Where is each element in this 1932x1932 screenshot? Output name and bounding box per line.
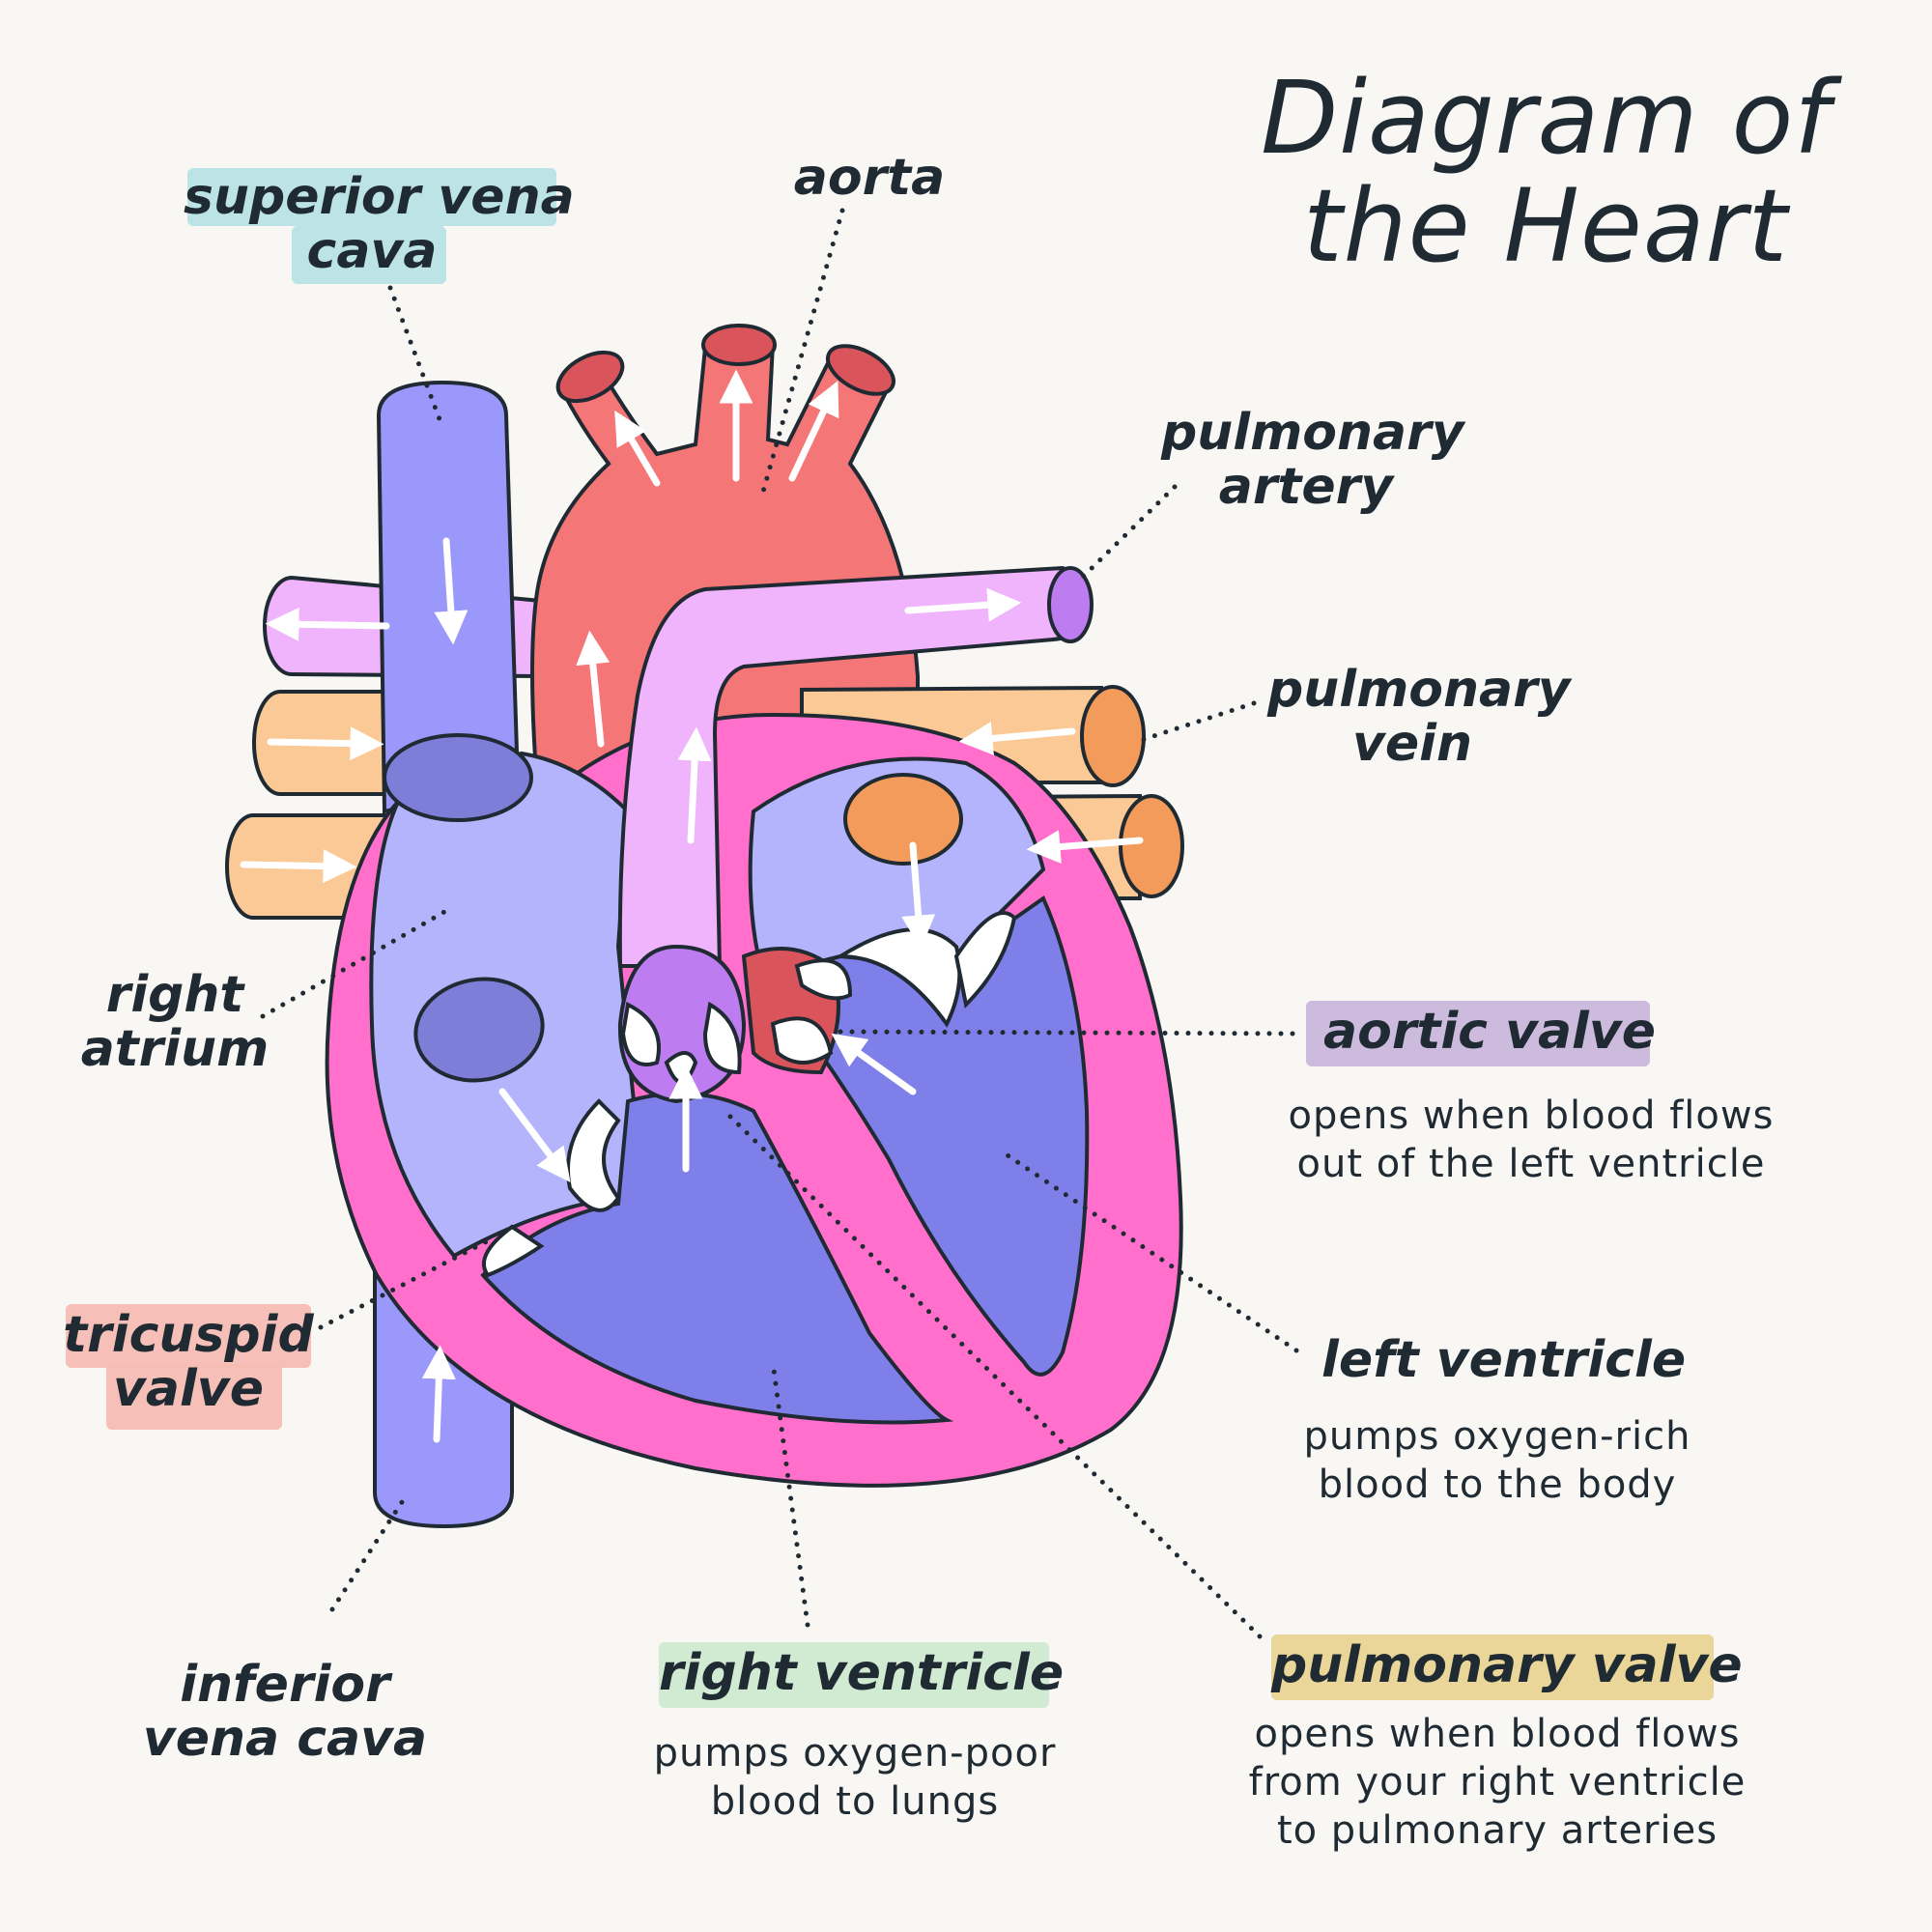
- right-atrium-label: right atrium: [73, 968, 276, 1076]
- tricuspid-valve-line-1: tricuspid: [63, 1306, 314, 1364]
- leader-pulmonary-artery: [1077, 484, 1178, 582]
- inferior-vena-cava-label: inferior vena cava: [135, 1658, 435, 1766]
- pulmonary-artery-label: pulmonary artery: [1161, 404, 1464, 516]
- leader-right-atrium: [260, 909, 447, 1019]
- aortic-valve-desc-line-2: out of the left ventricle: [1296, 1142, 1766, 1186]
- leader-aortic-valve: [830, 1029, 1295, 1037]
- right-ventricle-desc-line-1: pumps oxygen-poor: [653, 1731, 1057, 1776]
- left-ventricle-desc-line-1: pumps oxygen-rich: [1303, 1414, 1691, 1459]
- title-line-2: the Heart: [1302, 167, 1789, 285]
- superior-vena-cava-highlight-2: [292, 226, 446, 284]
- right-atrium-chamber: [369, 733, 640, 1259]
- arrow-icon: [904, 587, 1022, 622]
- tricuspid-valve-line-2: valve: [113, 1360, 264, 1418]
- leader-left-ventricle: [1002, 1151, 1299, 1353]
- aorta-label: aorta: [793, 149, 946, 207]
- superior-vena-cava-line-1: superior vena: [184, 168, 575, 226]
- leader-aorta: [758, 208, 845, 501]
- arrow-icon: [498, 1088, 571, 1182]
- aortic-valve-description: opens when blood flows out of the left v…: [1256, 1092, 1806, 1188]
- arrow-icon: [576, 630, 611, 748]
- pulmonary-vein-label: pulmonary vein: [1267, 661, 1571, 773]
- arrow-icon: [831, 1033, 917, 1095]
- pulmonary-valve-description: opens when blood flows from your right v…: [1217, 1710, 1777, 1855]
- title-line-1: Diagram of: [1261, 59, 1831, 177]
- arrow-icon: [614, 410, 661, 487]
- tricuspid-valve-label: tricuspid valve: [62, 1308, 315, 1416]
- right-ventricle-desc-line-2: blood to lungs: [710, 1779, 1000, 1824]
- leader-superior-vena-cava: [387, 285, 442, 422]
- left-ventricle-description: pumps oxygen-rich blood to the body: [1275, 1412, 1719, 1509]
- arrow-icon: [901, 841, 936, 950]
- superior-vena-cava-highlight: [187, 168, 556, 226]
- diagram-title: Diagram of the Heart: [1246, 64, 1845, 280]
- superior-vena-cava-label: superior vena cava: [184, 168, 575, 280]
- tricuspid-valve-highlight-2: [106, 1364, 282, 1430]
- left-ventricle-desc-line-2: blood to the body: [1318, 1463, 1677, 1507]
- pulmonary-valve-highlight: [1271, 1634, 1714, 1700]
- superior-vena-cava-line-2: cava: [306, 222, 438, 280]
- aortic-valve-label: aortic valve: [1323, 1003, 1657, 1061]
- right-atrium-line-1: right: [105, 966, 244, 1024]
- pulmonary-valve-desc-line-2: from your right ventricle: [1248, 1760, 1747, 1804]
- pulmonary-vein-line-1: pulmonary: [1267, 661, 1571, 719]
- leader-lines: [260, 208, 1299, 1639]
- pulmonary-artery-line-2: artery: [1218, 458, 1394, 516]
- arrow-icon: [267, 726, 384, 761]
- arrow-icon: [421, 1345, 456, 1443]
- arrow-icon: [788, 381, 839, 482]
- pulmonary-valve-label: pulmonary valve: [1271, 1636, 1743, 1694]
- tricuspid-valve-highlight: [66, 1304, 311, 1368]
- leader-inferior-vena-cava: [329, 1496, 407, 1612]
- arrow-icon: [434, 537, 469, 645]
- inferior-vena-cava-line-1: inferior: [180, 1656, 390, 1714]
- right-ventricle-highlight: [659, 1642, 1049, 1708]
- leader-pulmonary-vein: [1133, 700, 1257, 745]
- leader-tricuspid-valve: [318, 1236, 496, 1330]
- pulmonary-valve-desc-line-3: to pulmonary arteries: [1276, 1808, 1719, 1853]
- pulmonary-vein-line-2: vein: [1351, 715, 1472, 773]
- inferior-vena-cava-line-2: vena cava: [142, 1710, 428, 1768]
- arrow-icon: [1026, 830, 1144, 865]
- pulmonary-artery-line-1: pulmonary: [1161, 404, 1464, 462]
- flow-arrows: [240, 369, 1144, 1443]
- left-ventricle-label: left ventricle: [1321, 1331, 1687, 1389]
- arrow-icon: [240, 849, 357, 884]
- pulmonary-valve-desc-line-1: opens when blood flows: [1254, 1712, 1741, 1756]
- left-atrium-chamber: [748, 756, 1046, 979]
- aortic-valve-desc-line-1: opens when blood flows: [1288, 1094, 1775, 1138]
- right-atrium-line-2: atrium: [80, 1020, 270, 1078]
- arrow-icon: [958, 722, 1076, 755]
- arrow-icon: [265, 607, 390, 641]
- leader-pulmonary-valve: [720, 1106, 1263, 1639]
- arrow-icon: [677, 726, 712, 844]
- left-ventricle-chamber: [759, 895, 1090, 1377]
- valve-leaflets: [482, 911, 1017, 1278]
- leader-right-ventricle: [770, 1359, 810, 1628]
- aortic-valve-highlight: [1306, 1001, 1650, 1066]
- right-ventricle-description: pumps oxygen-poor blood to lungs: [638, 1729, 1072, 1826]
- right-ventricle-chamber: [480, 1092, 954, 1425]
- right-ventricle-label: right ventricle: [659, 1644, 1065, 1702]
